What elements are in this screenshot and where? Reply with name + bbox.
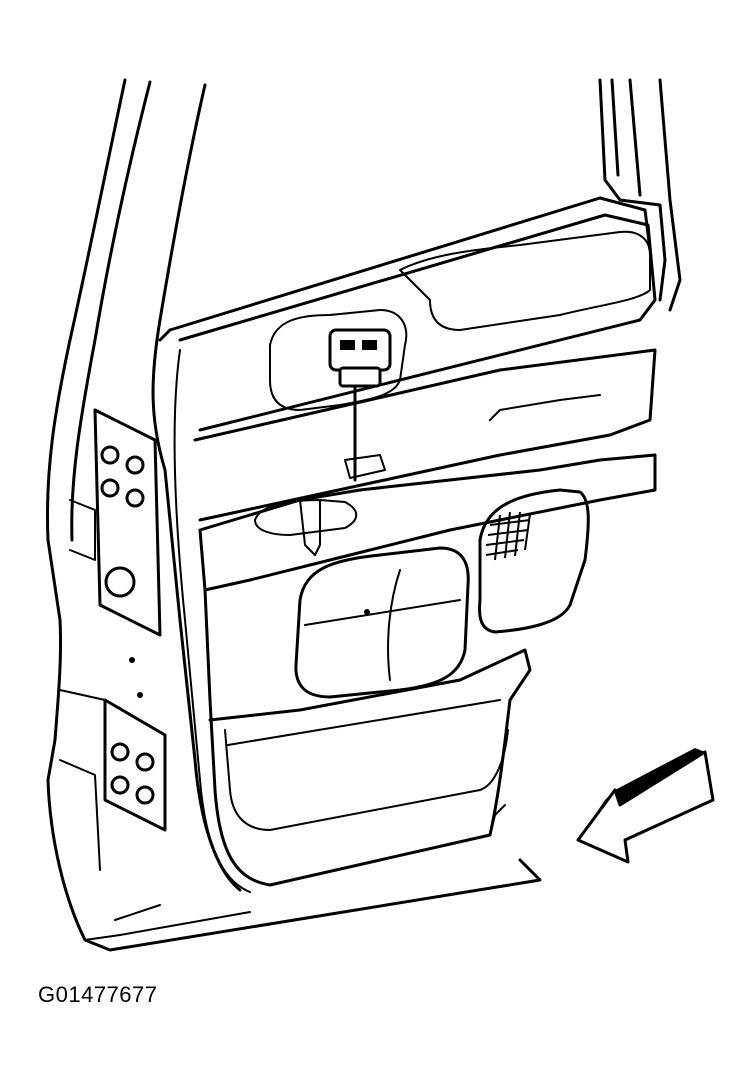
figure-id-label: G01477677 <box>38 982 158 1007</box>
speaker-grille <box>478 488 590 634</box>
window-switch <box>328 328 392 482</box>
hinge-lower <box>59 657 167 832</box>
arm-rest <box>198 394 657 592</box>
door-sill <box>59 759 251 941</box>
hinge-upper <box>69 408 162 637</box>
door-frame <box>45 78 682 952</box>
pull-handle-pocket <box>294 546 470 699</box>
upper-trim <box>178 213 657 522</box>
view-direction-arrow <box>576 748 715 864</box>
door-panel-illustration <box>45 78 715 952</box>
map-pocket <box>203 588 532 887</box>
